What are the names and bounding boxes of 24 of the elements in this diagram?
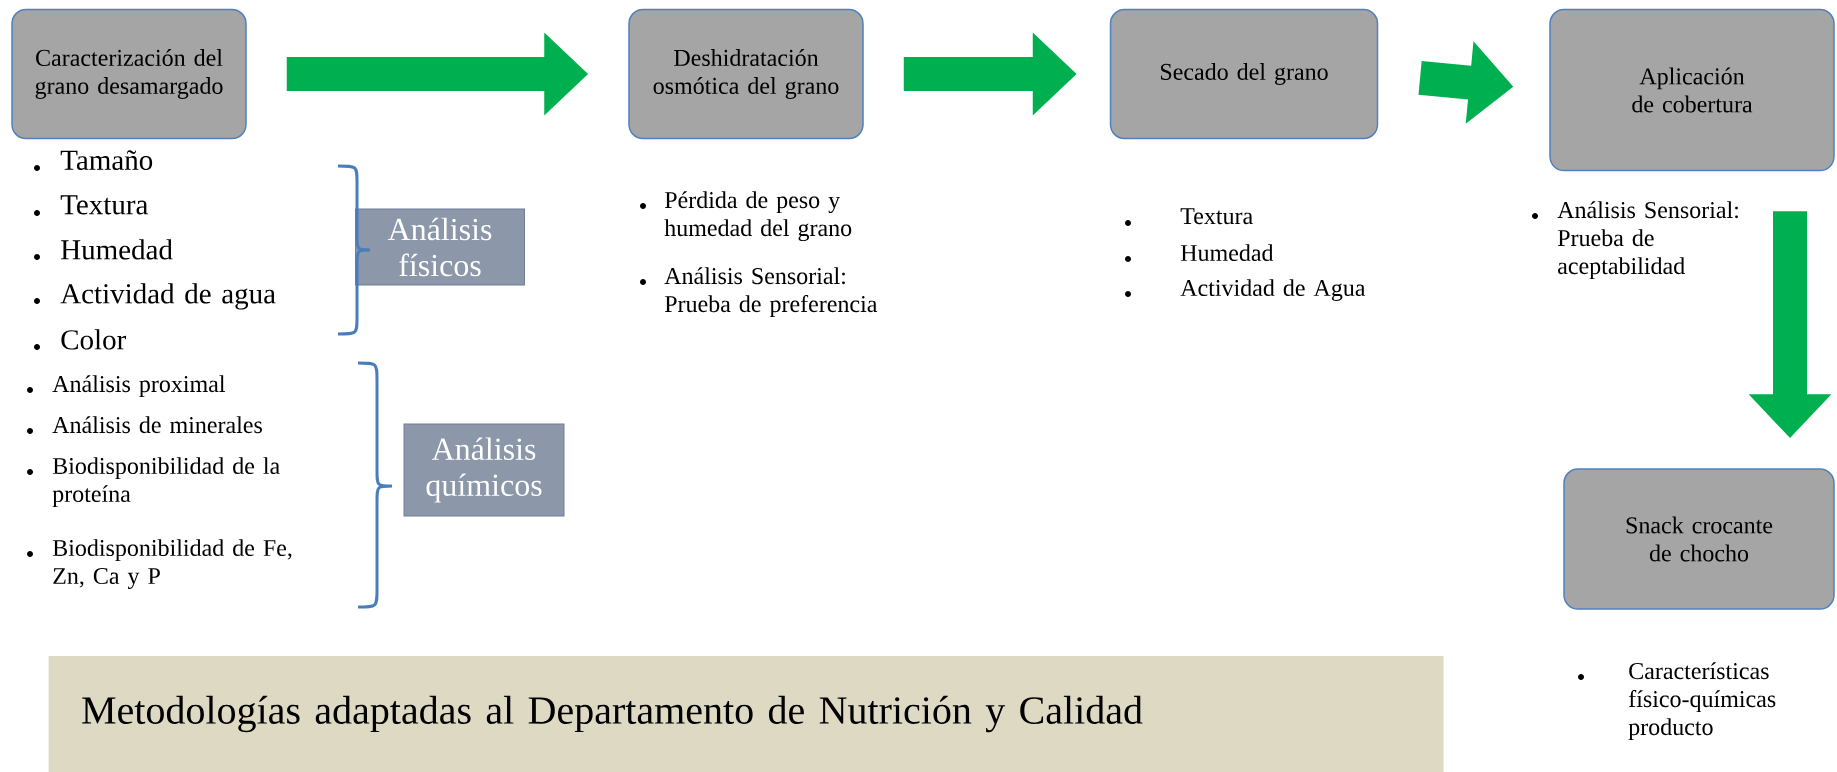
bullet-item: Actividad de Agua <box>1125 279 1366 302</box>
bullet-item: Humedad <box>1125 244 1274 262</box>
bullet-item: Textura <box>1125 208 1253 226</box>
bullet-item: Características físico-químicas producto <box>1578 662 1776 740</box>
bullet-item: Análisis de minerales <box>27 416 262 434</box>
bullet-item: Análisis proximal <box>27 375 226 397</box>
bullet-item: Textura <box>34 195 148 216</box>
bullet-item: Biodisponibilidad de la proteína <box>27 457 280 507</box>
label-box: Análisis químicos <box>403 423 565 517</box>
bullet-item: Análisis Sensorial: Prueba de preferencia <box>640 267 878 317</box>
process-box: Aplicación de cobertura <box>1549 8 1835 172</box>
bullet-item: Análisis Sensorial: Prueba de aceptabilidad <box>1532 201 1738 279</box>
process-box: Caracterización del grano desamargado <box>11 8 247 140</box>
process-box: Secado del grano <box>1109 8 1379 140</box>
process-box: Deshidratación osmótica del grano <box>628 8 864 140</box>
bullet-item: Tamaño <box>34 150 153 171</box>
process-box: Snack crocante de chocho <box>1563 468 1835 610</box>
bullet-item: Pérdida de peso y humedad del grano <box>640 191 852 242</box>
bullet-item: Actividad de agua <box>34 283 276 310</box>
bullet-item: Color <box>34 329 126 350</box>
banner-box: Metodologías adaptadas al Departamento de Nutrición y Calidad <box>48 656 1444 772</box>
label-box: Análisis físicos <box>355 208 525 286</box>
bullet-item: Humedad <box>34 239 173 260</box>
bullet-item: Biodisponibilidad de Fe, Zn, Ca y P <box>27 539 292 590</box>
